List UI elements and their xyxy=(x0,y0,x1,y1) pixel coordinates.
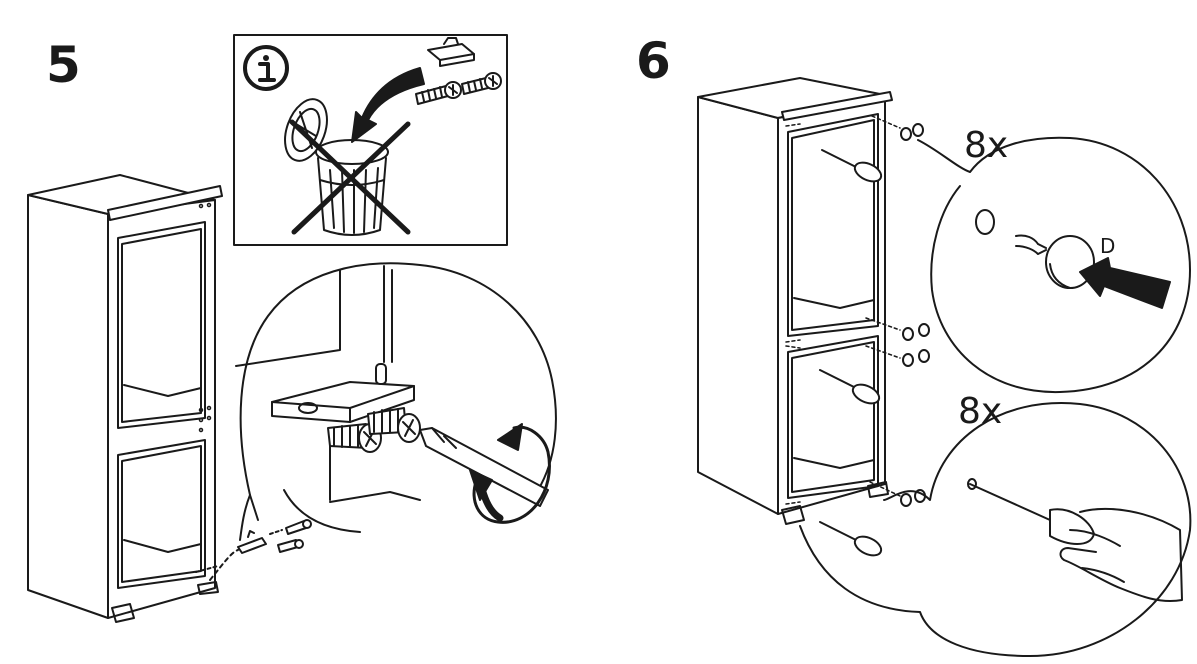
part-letter-label: D xyxy=(1100,234,1116,258)
screw-icon xyxy=(415,72,502,105)
cover-cap-quantity: 8x xyxy=(964,125,1009,166)
info-box xyxy=(233,34,508,246)
step5-bracket-small xyxy=(209,519,312,581)
rotate-arrow-icon xyxy=(469,423,551,524)
screwdriver-icon xyxy=(419,427,549,507)
cover-cap-icon xyxy=(900,123,930,507)
screw-hole-quantity: 8x xyxy=(958,391,1003,432)
hand-icon xyxy=(1059,507,1183,603)
info-icon xyxy=(243,45,289,91)
step5-cabinet xyxy=(27,174,223,623)
step5-zoom-detail xyxy=(235,262,557,541)
step6-zoom-hand xyxy=(799,402,1192,657)
hinge-bracket-icon xyxy=(427,37,475,67)
step6-zoom-cap xyxy=(917,136,1191,394)
step-number-6: 6 xyxy=(636,32,671,90)
step6-cabinet xyxy=(697,77,930,557)
step6-screwdriver-upper xyxy=(819,149,883,557)
push-arrow-icon xyxy=(1079,257,1171,309)
step-number-5: 5 xyxy=(46,36,81,94)
